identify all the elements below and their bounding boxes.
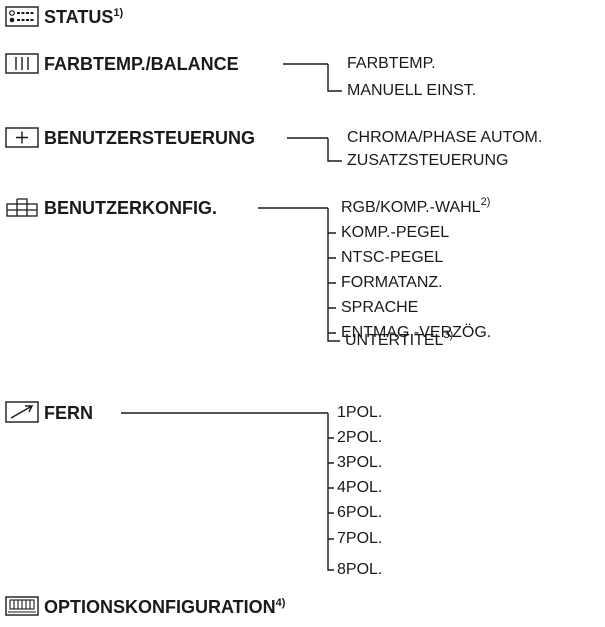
status-icon (5, 6, 39, 27)
plus-box-icon (5, 127, 39, 148)
section-title-fern: FERN (44, 403, 93, 423)
option-grid-icon (5, 596, 39, 616)
section-title-benutzersteuerung: BENUTZERSTEUERUNG (44, 128, 256, 148)
menu-item-rgb-komp-wahl: RGB/KOMP.-WAHL2) (341, 196, 491, 217)
menu-item-zusatzsteuerung: ZUSATZSTEUERUNG (347, 152, 509, 169)
section-title-optionskonfiguration: OPTIONSKONFIGURATION4) (44, 597, 286, 617)
menu-item-3pol: 3POL. (337, 454, 383, 471)
menu-item-entmag-verzoeg: ENTMAG.-VERZÖG. (341, 324, 492, 341)
menu-item-6pol: 6POL. (337, 504, 383, 521)
menu-item-sprache: SPRACHE (341, 299, 419, 316)
menu-item-ntsc-pegel: NTSC-PEGEL (341, 249, 444, 266)
menu-item-chroma-phase-autom: CHROMA/PHASE AUTOM. (347, 129, 543, 146)
color-bars-icon (5, 53, 39, 74)
remote-arrow-icon (5, 401, 39, 423)
menu-item-4pol: 4POL. (337, 479, 383, 496)
config-tree-icon (6, 198, 38, 217)
menu-item-2pol: 2POL. (337, 429, 383, 446)
section-title-farbtemp-balance: FARBTEMP./BALANCE (44, 54, 239, 74)
menu-item-komp-pegel: KOMP.-PEGEL (341, 224, 450, 241)
menu-item-7pol: 7POL. (337, 530, 383, 547)
section-title-benutzerkonfig: BENUTZERKONFIG. (44, 198, 217, 218)
menu-item-farbtemp: FARBTEMP. (347, 55, 436, 72)
menu-item-manuell-einst: MANUELL EINST. (347, 82, 477, 99)
menu-item-8pol: 8POL. (337, 561, 383, 578)
menu-item-untertitel-label: UNTERTITEL3) (345, 329, 454, 350)
menu-item-1pol: 1POL. (337, 404, 383, 421)
section-title-status: STATUS1) (44, 7, 124, 27)
menu-item-formatanz: FORMATANZ. (341, 274, 443, 291)
